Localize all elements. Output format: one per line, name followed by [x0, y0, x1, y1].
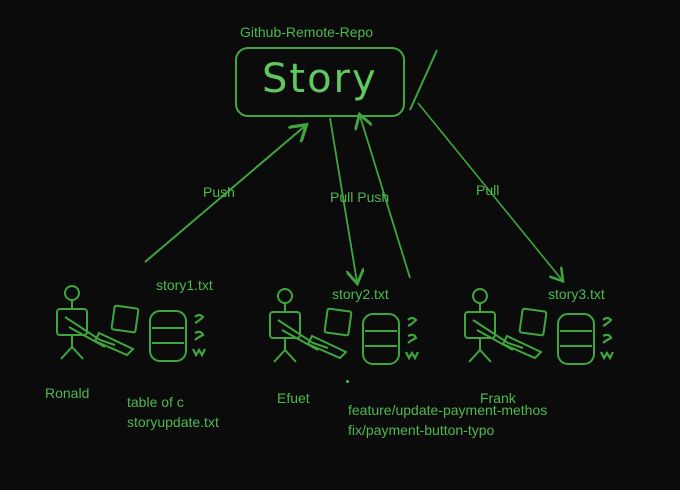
repo-slash — [409, 49, 438, 111]
laptop-screen — [110, 304, 140, 334]
file-label-frank: story3.txt — [548, 286, 605, 302]
note-efuet-2: fix/payment-button-typo — [348, 422, 495, 438]
person-head — [472, 288, 488, 304]
user-name-frank: Frank — [480, 390, 516, 406]
note-ronald-1: table of c — [127, 394, 184, 410]
squiggle-w — [600, 350, 614, 361]
squiggle-s — [407, 333, 418, 344]
file-stack — [362, 313, 400, 365]
person-arm — [277, 319, 329, 349]
person-arm — [472, 319, 524, 349]
laptop-base — [501, 334, 543, 360]
laptop-screen — [323, 307, 353, 337]
squiggle-c — [602, 316, 613, 327]
repo-title: Github-Remote-Repo — [240, 24, 374, 40]
person-head — [277, 288, 293, 304]
user-name-efuet: Efuet — [277, 390, 310, 406]
repo-name: Story — [262, 56, 378, 102]
person-feet — [273, 348, 297, 363]
note-efuet-1: feature/update-payment-methos — [348, 402, 548, 418]
laptop-screen — [518, 307, 548, 337]
person-head — [64, 285, 80, 301]
person-feet — [60, 345, 84, 360]
file-label-efuet: story2.txt — [332, 286, 389, 302]
user-name-ronald: Ronald — [45, 385, 90, 401]
dot-efuet — [346, 380, 349, 383]
arrow-ronald-push — [144, 126, 305, 263]
file-label-ronald: story1.txt — [156, 277, 213, 293]
laptop-base — [93, 331, 135, 357]
arrow-efuet-push — [360, 116, 411, 279]
user-ronald — [56, 285, 206, 362]
file-stack — [557, 313, 595, 365]
squiggle-w — [192, 347, 206, 358]
arrow-frank-pull — [417, 102, 562, 280]
user-frank — [464, 288, 614, 365]
squiggle-s — [602, 333, 613, 344]
repo-box — [235, 47, 405, 117]
laptop-base — [306, 334, 348, 360]
person-feet — [468, 348, 492, 363]
squiggle-w — [405, 350, 419, 361]
squiggle-c — [194, 313, 205, 324]
note-ronald-2: storyupdate.txt — [127, 414, 219, 430]
pull-label-frank: Pull — [476, 182, 500, 198]
person-arm — [64, 316, 116, 346]
pull-push-label: Pull Push — [330, 189, 390, 205]
squiggle-s — [194, 330, 205, 341]
user-efuet — [269, 288, 419, 365]
file-stack — [149, 310, 187, 362]
arrow-efuet-pull — [329, 117, 357, 282]
squiggle-c — [407, 316, 418, 327]
push-label-ronald: Push — [203, 184, 235, 200]
